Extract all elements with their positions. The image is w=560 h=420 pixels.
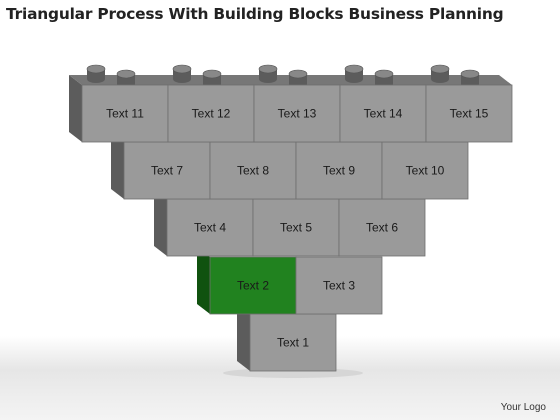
block-label: Text 15	[450, 107, 489, 121]
block-text-9: Text 9	[295, 141, 383, 200]
block-label: Text 9	[323, 164, 355, 178]
block-text-12: Text 12	[167, 84, 255, 143]
block-label: Text 13	[278, 107, 317, 121]
block-label: Text 14	[364, 107, 403, 121]
block-text-2: Text 2	[209, 256, 297, 315]
block-text-11: Text 11	[81, 84, 169, 143]
block-text-14: Text 14	[339, 84, 427, 143]
block-label: Text 1	[277, 336, 309, 350]
block-text-6: Text 6	[338, 198, 426, 257]
page-title: Triangular Process With Building Blocks …	[6, 5, 504, 23]
block-label: Text 10	[406, 164, 445, 178]
block-label: Text 7	[151, 164, 183, 178]
block-label: Text 12	[192, 107, 231, 121]
block-label: Text 2	[237, 279, 269, 293]
logo-text: Your Logo	[500, 402, 546, 413]
block-text-10: Text 10	[381, 141, 469, 200]
block-text-4: Text 4	[166, 198, 254, 257]
block-label: Text 4	[194, 221, 226, 235]
block-label: Text 11	[106, 107, 144, 121]
block-text-13: Text 13	[253, 84, 341, 143]
block-text-15: Text 15	[425, 84, 513, 143]
block-text-3: Text 3	[295, 256, 383, 315]
block-text-7: Text 7	[123, 141, 211, 200]
block-text-5: Text 5	[252, 198, 340, 257]
block-label: Text 6	[366, 221, 398, 235]
block-text-1: Text 1	[249, 313, 337, 372]
block-label: Text 5	[280, 221, 312, 235]
block-label: Text 3	[323, 279, 355, 293]
block-label: Text 8	[237, 164, 269, 178]
block-text-8: Text 8	[209, 141, 297, 200]
